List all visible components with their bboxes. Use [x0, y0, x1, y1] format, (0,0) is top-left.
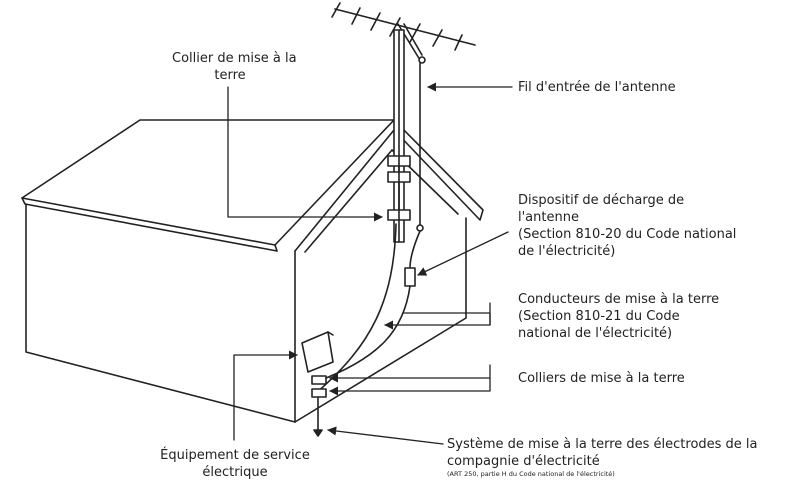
discharge-unit — [404, 267, 416, 287]
ground-clamps — [311, 375, 327, 398]
roof-edge — [21, 197, 278, 252]
label-fil-entree: Fil d'entrée de l'antenne — [518, 80, 676, 95]
label-collier-haut: Collier de mise à la terre — [172, 51, 297, 83]
front-wall — [25, 203, 296, 423]
service-box — [301, 331, 334, 373]
label-colliers: Colliers de mise à la terre — [518, 371, 685, 386]
gable-roof — [393, 119, 484, 221]
leaders — [227, 82, 513, 445]
label-systeme: Système de mise à la terre des électrode… — [447, 437, 758, 478]
roof — [21, 119, 395, 246]
label-equipement: Équipement de service électrique — [160, 448, 310, 480]
side-wall — [294, 217, 467, 423]
label-dispositif: Dispositif de décharge de l'antenne (Sec… — [518, 193, 737, 259]
mast-clamps — [387, 155, 411, 221]
label-conducteurs: Conducteurs de mise à la terre (Section … — [518, 292, 720, 341]
antenna-terminal — [418, 56, 426, 64]
